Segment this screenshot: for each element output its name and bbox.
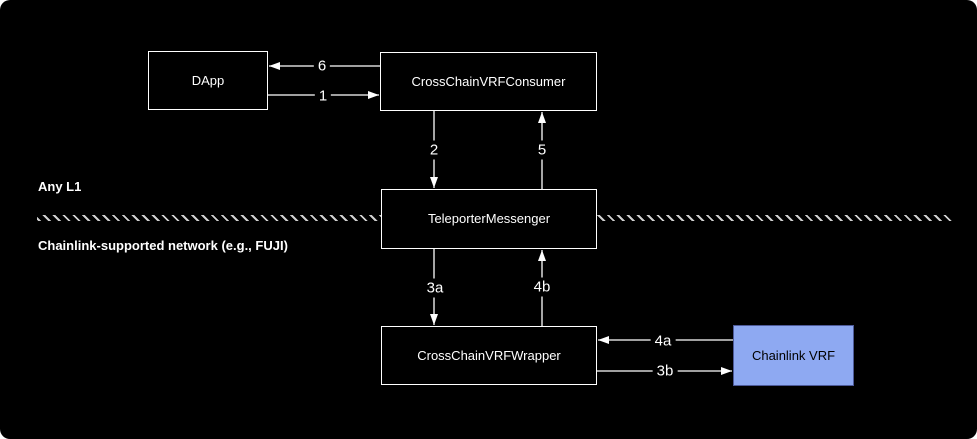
node-crosschainvrfwrapper: CrossChainVRFWrapper bbox=[381, 326, 597, 385]
edge-label-3a: 3a bbox=[422, 278, 448, 298]
edge-label-2: 2 bbox=[425, 140, 443, 160]
node-crosschainvrfconsumer: CrossChainVRFConsumer bbox=[380, 52, 597, 111]
edge-label-1: 1 bbox=[314, 86, 332, 106]
edge-label-3b: 3b bbox=[652, 361, 678, 381]
edge-label-6: 6 bbox=[313, 56, 331, 76]
node-dapp: DApp bbox=[148, 51, 268, 110]
node-chainlink-vrf: Chainlink VRF bbox=[733, 325, 854, 386]
edge-label-5: 5 bbox=[533, 140, 551, 160]
node-teleportermessenger: TeleporterMessenger bbox=[381, 189, 597, 249]
edge-label-4a: 4a bbox=[650, 331, 676, 351]
region-label-chainlink-network: Chainlink-supported network (e.g., FUJI) bbox=[38, 238, 288, 253]
region-label-any-l1: Any L1 bbox=[38, 179, 82, 194]
edge-label-4b: 4b bbox=[529, 277, 555, 297]
